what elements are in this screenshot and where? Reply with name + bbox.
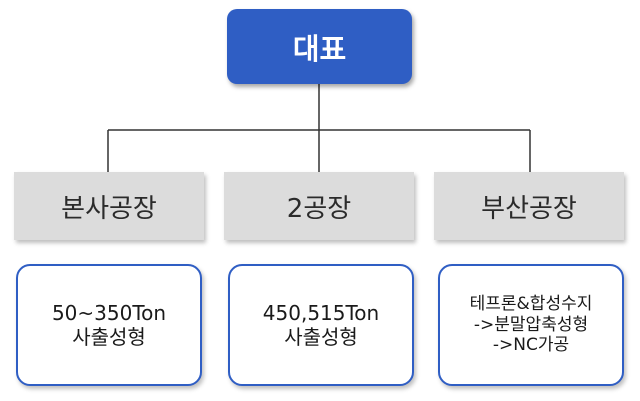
desc-line: 사출성형 xyxy=(72,325,146,349)
desc-box-main-factory: 50~350Ton 사출성형 xyxy=(16,264,202,386)
desc-line: 450,515Ton xyxy=(262,301,380,325)
desc-box-busan-factory: 테프론&합성수지 ->분말압축성형 ->NC가공 xyxy=(438,264,624,386)
desc-line: ->NC가공 xyxy=(492,335,570,356)
desc-line: 테프론&합성수지 xyxy=(469,294,593,315)
dept-node-busan-factory: 부산공장 xyxy=(434,172,624,240)
dept-node-main-factory: 본사공장 xyxy=(14,172,204,240)
root-node: 대표 xyxy=(227,9,412,84)
desc-box-factory-2: 450,515Ton 사출성형 xyxy=(228,264,414,386)
dept-node-factory-2: 2공장 xyxy=(224,172,414,240)
dept-label: 본사공장 xyxy=(61,193,157,224)
desc-line: 사출성형 xyxy=(284,325,358,349)
root-label: 대표 xyxy=(292,31,347,66)
desc-line: 50~350Ton xyxy=(51,301,167,325)
dept-label: 부산공장 xyxy=(481,193,577,224)
desc-line: ->분말압축성형 xyxy=(473,314,589,335)
dept-label: 2공장 xyxy=(286,193,352,224)
